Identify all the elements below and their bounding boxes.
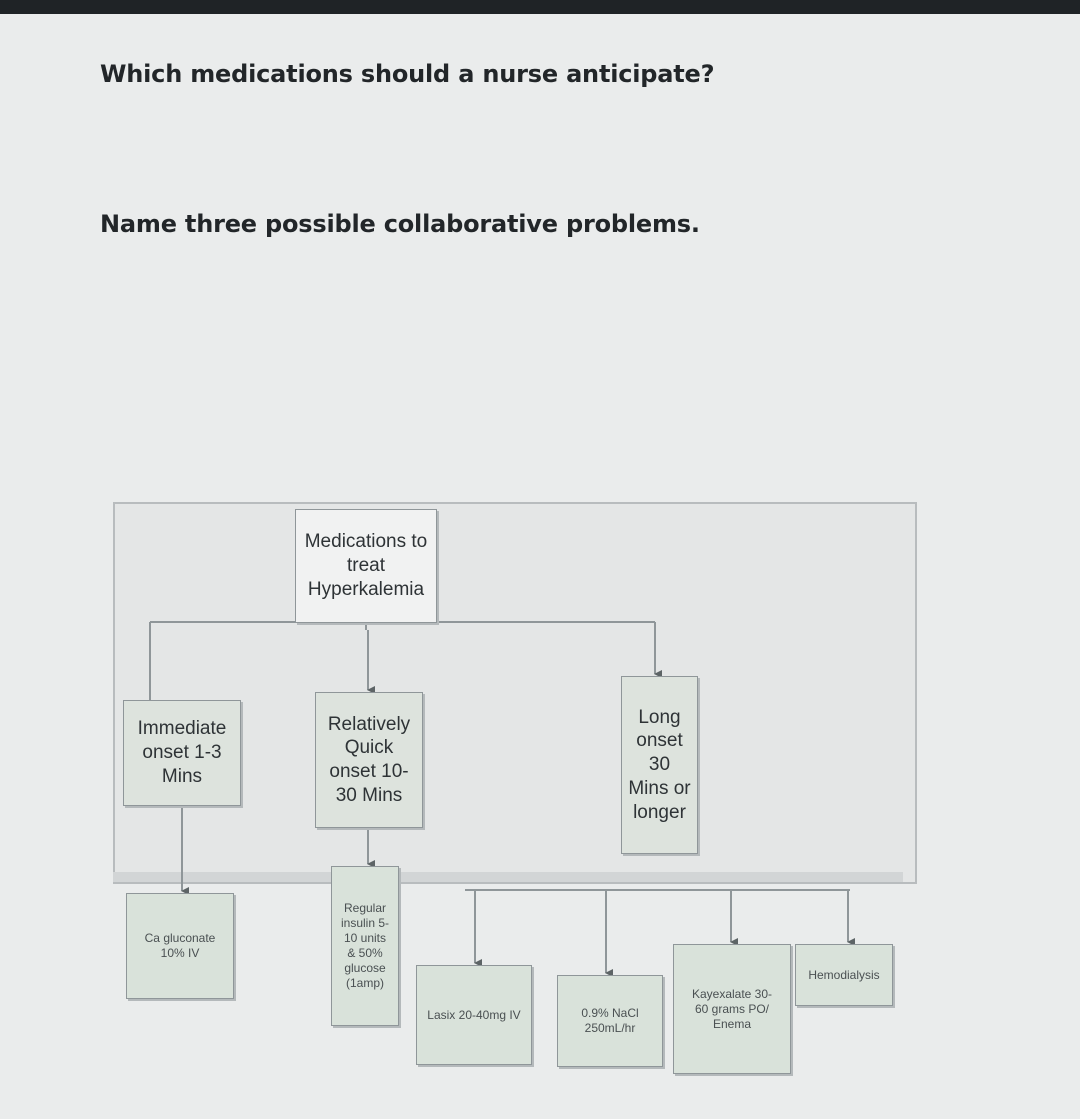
medication-line: Regular (343, 901, 387, 915)
category-immediate-onset: Immediate onset 1-3 Mins (123, 700, 241, 806)
medication-line: 0.9% NaCl (581, 1006, 639, 1020)
medication-insulin-glucose: Regular insulin 5- 10 units & 50% glucos… (331, 866, 399, 1026)
category-line: longer (633, 801, 686, 823)
medication-line: Kayexalate 30- (691, 986, 773, 1001)
category-line: Long (638, 706, 681, 728)
category-line: Mins or (628, 777, 691, 799)
category-line: Quick (344, 737, 394, 759)
root-line: Medications to (304, 531, 428, 553)
medication-kayexalate: Kayexalate 30- 60 grams PO/ Enema (673, 944, 791, 1074)
root-line: Hyperkalemia (307, 578, 425, 600)
category-line: onset (636, 730, 683, 752)
root-line: treat (346, 555, 385, 577)
medication-line: Hemodialysis (808, 967, 880, 982)
medication-line: Lasix 20-40mg IV (427, 1007, 521, 1022)
category-line: Relatively (327, 713, 411, 735)
medication-line: (1amp) (345, 976, 384, 990)
category-line: onset 10- (329, 761, 409, 782)
category-line: Immediate (137, 718, 227, 740)
medication-line: 10% IV (160, 946, 200, 960)
medication-line: insulin 5- (340, 916, 390, 930)
category-long-onset: Long onset 30 Mins or longer (621, 676, 698, 854)
medication-line: Ca gluconate (144, 931, 216, 945)
medication-line: 10 units (343, 931, 387, 945)
category-line: onset 1-3 (142, 742, 222, 764)
medication-line: 60 grams PO/ (694, 1001, 770, 1016)
medication-line: 250mL/hr (584, 1021, 636, 1035)
category-line: 30 (648, 754, 671, 776)
category-line: Mins (161, 765, 203, 787)
question-collaborative-problems: Name three possible collaborative proble… (100, 210, 700, 238)
medication-line: Enema (712, 1016, 752, 1031)
top-bar (0, 0, 1080, 14)
diagram-root-node: Medications to treat Hyperkalemia (295, 509, 437, 623)
diagram-frame (113, 502, 917, 884)
category-quick-onset: Relatively Quick onset 10- 30 Mins (315, 692, 423, 828)
medication-line: glucose (344, 961, 386, 975)
category-line: 30 Mins (335, 784, 403, 806)
question-medications: Which medications should a nurse anticip… (100, 60, 715, 88)
medication-line: & 50% (347, 946, 383, 960)
diagram-bottom-edge (113, 872, 903, 882)
medication-ca-gluconate: Ca gluconate 10% IV (126, 893, 234, 999)
medication-normal-saline: 0.9% NaCl 250mL/hr (557, 975, 663, 1067)
medication-hemodialysis: Hemodialysis (795, 944, 893, 1006)
medication-lasix: Lasix 20-40mg IV (416, 965, 532, 1065)
